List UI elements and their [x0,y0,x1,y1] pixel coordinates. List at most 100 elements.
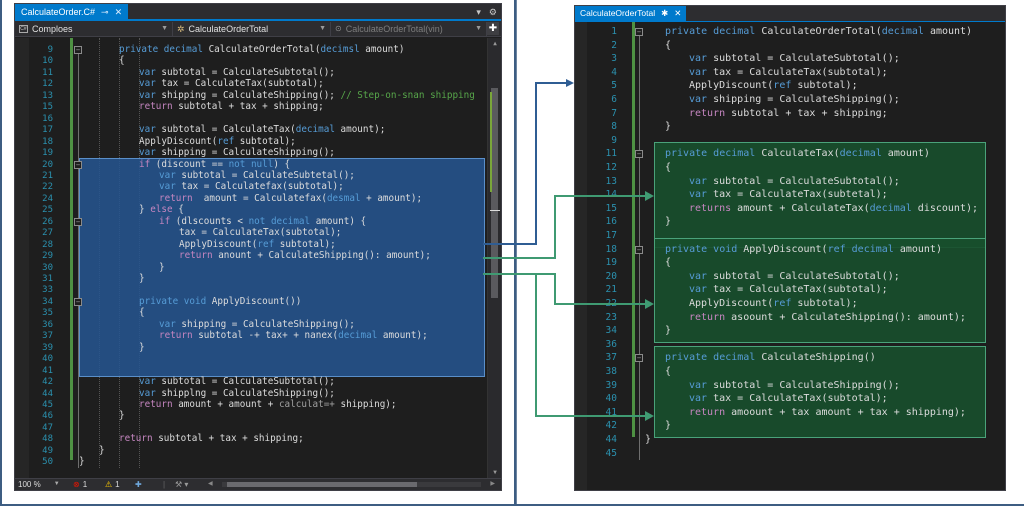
code-token: var [159,169,182,181]
chevron-down-icon: ▼ [53,481,60,487]
method-dropdown[interactable]: ⊙ CalculateOrderTotal(vin) ▼ [331,22,487,36]
code-token: decimal [295,124,341,136]
collapse-toggle-icon[interactable]: − [635,28,643,36]
warnings-indicator[interactable]: ⚠ 1 [105,479,120,490]
horizontal-scrollbar-thumb[interactable] [227,482,417,487]
code-token: decimal [713,26,762,37]
code-token: var [689,393,714,405]
change-tracking-bar [632,22,635,437]
pin-icon[interactable]: ✱ [661,8,669,18]
line-number: 31 [42,274,53,284]
code-token: tax = CalculateTax(subtotal); [713,393,888,405]
line-number: 34 [605,325,617,337]
code-text: } [645,433,651,447]
tab-calculate-order[interactable]: CalculateOrder.C# ⊸ ✕ [15,4,129,21]
line-number: 45 [605,447,617,459]
code-token: discount); [917,202,979,214]
extracted-method-block [654,237,986,343]
pin-icon[interactable]: ⊸ [101,7,109,17]
code-token: var [139,78,162,90]
project-dropdown[interactable]: C# Comploes ▼ [15,22,173,36]
code-token: return [689,107,732,119]
vertical-scrollbar[interactable]: ▲ ▼ [487,38,501,478]
code-text: return amoount + tax amount + tax + ship… [689,406,966,420]
horizontal-scrollbar[interactable] [222,482,481,487]
code-text: { [665,39,671,53]
code-token: shipping = CalculateShipping(); [181,318,355,330]
code-token: var [159,318,182,330]
code-token: var [689,284,714,296]
code-token: + amount); [366,192,423,204]
code-token: private [139,295,184,307]
code-token: var [139,66,162,78]
plus-icon[interactable]: ✚ [135,480,142,489]
line-number: 28 [42,239,53,250]
scroll-down-arrow-icon[interactable]: ▼ [493,469,497,476]
line-number: 19 [605,257,617,269]
collapse-toggle-icon[interactable]: − [74,46,82,54]
line-number: 42 [42,377,53,388]
code-token: var [139,147,162,159]
line-number: 18 [605,243,617,255]
code-token: shipping); [340,398,397,410]
code-token: subtotal + tax + shipping; [731,107,888,119]
line-number: 11 [605,148,617,160]
scroll-left-arrow-icon[interactable]: ◀ [208,481,213,487]
code-token: subtotal = CalculateSubtotal(); [713,270,900,282]
tools-icon[interactable]: ⚒ ▾ [175,480,189,489]
code-token: amount) [887,148,930,160]
line-number: 15 [42,102,53,113]
collapse-toggle-icon[interactable]: − [635,354,643,363]
line-number: 38 [605,366,617,377]
scroll-right-arrow-icon[interactable]: ▶ [490,481,495,487]
code-token: calculat=+ [278,398,341,410]
collapse-toggle-icon[interactable]: − [74,160,82,169]
line-number: 17 [42,125,53,136]
code-text: var shipping = CalculateShipping(); [159,319,355,331]
scrollbar-thumb[interactable] [491,88,498,298]
line-number: 41 [605,406,617,418]
code-text: var subtotal = CalculateSubtetal(); [159,170,355,182]
code-token: decimal [869,202,918,214]
tab-calculate-order-total[interactable]: CalculateOrderTotal ✱ ✕ [575,6,687,21]
line-number: 39 [605,379,617,391]
errors-indicator[interactable]: ⊗ 1 [73,479,87,490]
change-marker [490,92,492,192]
code-token: amount); [382,330,428,342]
line-number: 30 [42,262,53,273]
code-text: private void ApplyDiscount(ref decimal a… [665,243,942,257]
collapse-toggle-icon[interactable]: − [74,217,82,226]
line-number: 49 [42,445,53,456]
tab-bar: CalculateOrder.C# ⊸ ✕ ▾ ⚙ [15,4,501,21]
close-icon[interactable]: ✕ [114,7,123,17]
collapse-toggle-icon[interactable]: − [635,150,643,159]
line-number: 6 [611,94,617,105]
gear-icon[interactable]: ⚙ [488,7,497,17]
code-token: } [79,456,85,468]
member-dropdown[interactable]: ✲ CalculateOrderTotal ▼ [173,22,331,36]
code-text: return subtotal + tax + shipping; [119,433,304,445]
collapse-toggle-icon[interactable]: − [74,297,82,306]
code-text: var subtotal = CalculateSubtotal(); [689,175,900,189]
code-token: { [178,204,184,216]
code-token: amount) [929,26,973,37]
line-number: 22 [605,298,617,309]
close-icon[interactable]: ✕ [674,8,682,18]
collapse-toggle-icon[interactable]: − [635,245,643,254]
code-text: if (discount == not null) { [139,159,290,171]
split-editor-button[interactable]: ✚ [487,22,499,35]
zoom-level-dropdown[interactable]: 100 % ▼ [18,479,60,490]
code-token: (dlscounts < [175,215,249,227]
chevron-down-icon[interactable]: ▾ [476,7,481,17]
code-text: } [665,120,671,134]
code-text: var tax = CalculateTax(subtotal); [689,392,888,406]
code-text: return amount = Calculatefax(desmal + am… [159,193,422,205]
code-token: } [119,410,125,422]
code-text: } [119,410,125,422]
scroll-up-arrow-icon[interactable]: ▲ [493,40,497,47]
line-number: 20 [605,270,617,282]
code-token: var [689,53,714,65]
code-token: private [665,243,714,255]
